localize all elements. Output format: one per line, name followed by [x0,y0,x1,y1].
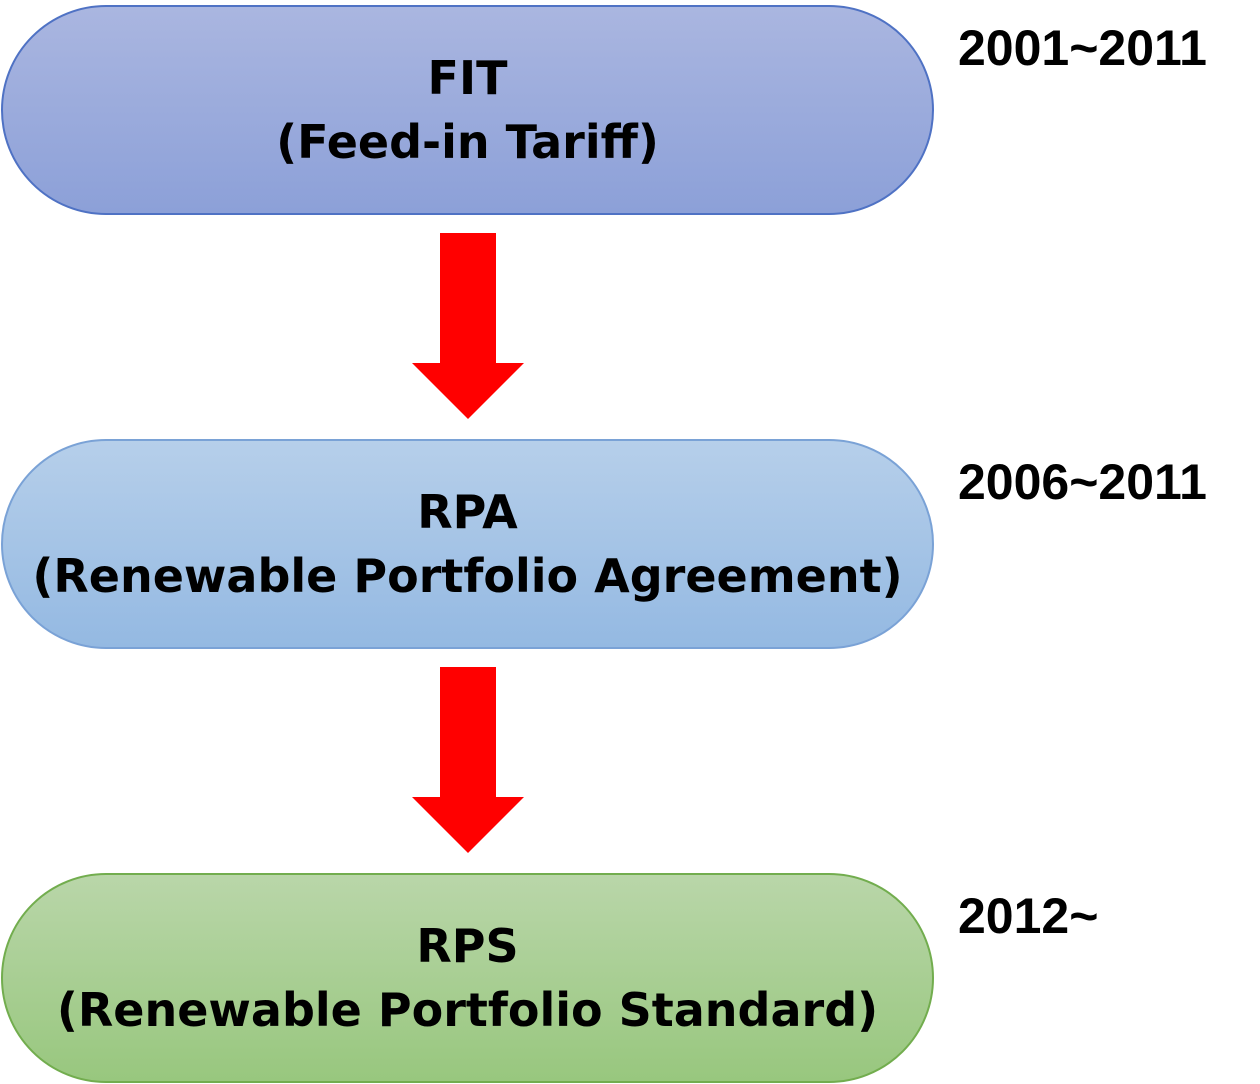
rpa-full-name: (Renewable Portfolio Agreement) [32,549,903,603]
fit-node: FIT (Feed-in Tariff) [1,5,934,215]
rps-full-name: (Renewable Portfolio Standard) [56,983,879,1037]
rps-node: RPS (Renewable Portfolio Standard) [1,873,934,1083]
fit-period: 2001~2011 [958,20,1207,76]
fit-abbreviation: FIT [427,51,508,105]
rpa-period: 2006~2011 [958,454,1207,510]
arrow-shape [412,233,524,419]
fit-to-rpa-arrow [412,233,524,419]
arrow-shape [412,667,524,853]
fit-full-name: (Feed-in Tariff) [276,115,659,169]
rps-abbreviation: RPS [416,919,519,973]
rpa-abbreviation: RPA [417,485,518,539]
rpa-node: RPA (Renewable Portfolio Agreement) [1,439,934,649]
rpa-to-rps-arrow [412,667,524,853]
rps-period: 2012~ [958,888,1099,944]
